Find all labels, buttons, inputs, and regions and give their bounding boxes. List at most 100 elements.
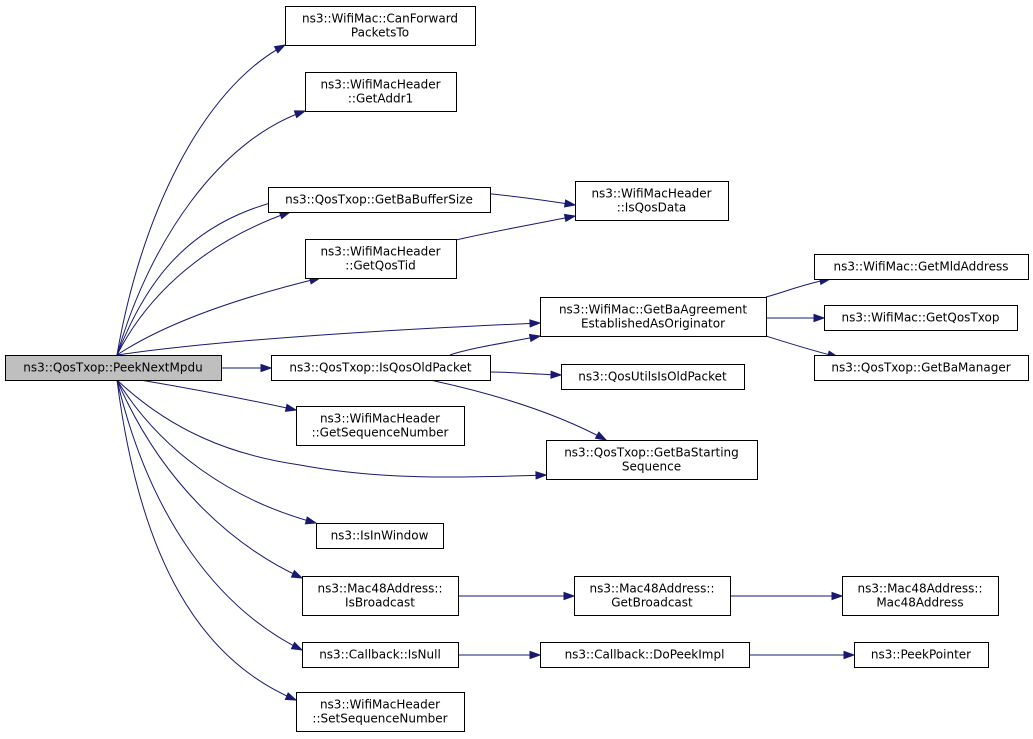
node-isbroadcast[interactable]: ns3::Mac48Address::IsBroadcast — [302, 576, 459, 616]
node-label: ::GetAddr1 — [348, 92, 413, 106]
node-label: ::IsQosData — [617, 201, 687, 215]
node-label: ::GetSequenceNumber — [312, 426, 449, 440]
node-box — [305, 72, 457, 112]
node-label: ns3::WifiMacHeader — [320, 245, 440, 259]
node-box — [302, 576, 459, 616]
node-isqosdata[interactable]: ns3::WifiMacHeader::IsQosData — [575, 181, 729, 221]
edge-line — [449, 335, 541, 356]
node-box — [296, 692, 465, 732]
node-label: ns3::QosTxop::PeekNextMpdu — [23, 361, 202, 375]
node-getqostid[interactable]: ns3::WifiMacHeader::GetQosTid — [305, 239, 457, 279]
node-box — [305, 239, 457, 279]
node-isnull[interactable]: ns3::Callback::IsNull — [302, 642, 459, 668]
edge-peek-to-getseqnum — [139, 379, 298, 412]
node-bamanager[interactable]: ns3::QosTxop::GetBaManager — [814, 355, 1029, 381]
node-label: ns3::Mac48Address:: — [589, 582, 714, 596]
node-isinwindow[interactable]: ns3::IsInWindow — [316, 523, 444, 549]
edge-isnull-to-dopeekimpl — [458, 650, 542, 660]
node-box — [575, 181, 729, 221]
edge-peek-to-baagreement — [116, 319, 542, 356]
node-box — [814, 355, 1029, 381]
node-label: ns3::WifiMacHeader — [320, 78, 440, 92]
node-dopeekimpl[interactable]: ns3::Callback::DoPeekImpl — [540, 642, 750, 668]
edge-line — [116, 379, 303, 651]
node-getqostxop[interactable]: ns3::WifiMac::GetQosTxop — [824, 305, 1018, 331]
arrowhead — [284, 692, 298, 701]
edge-line — [489, 371, 562, 376]
edge-line — [116, 379, 297, 701]
node-box — [296, 406, 465, 446]
arrowhead — [290, 569, 304, 579]
arrowhead — [535, 471, 548, 480]
node-box — [540, 642, 750, 668]
node-label: ns3::QosUtilsIsOldPacket — [578, 370, 727, 384]
node-label: ns3::WifiMac::CanForward — [302, 12, 458, 26]
node-label: EstablishedAsOriginator — [581, 317, 725, 331]
node-box — [271, 355, 491, 381]
edge-isqosold-to-bastartseq — [429, 379, 608, 441]
node-box — [316, 523, 444, 549]
edge-peek-to-isinwindow — [116, 379, 318, 525]
node-label: ns3::PeekPointer — [871, 648, 971, 662]
node-peek[interactable]: ns3::QosTxop::PeekNextMpdu — [5, 355, 222, 381]
node-label: ns3::WifiMac::GetQosTxop — [842, 311, 1000, 325]
arrowhead — [843, 650, 856, 660]
node-label: ns3::QosTxop::GetBaStarting — [564, 446, 739, 460]
edge-dopeekimpl-to-peekpointer — [749, 650, 856, 660]
edge-line — [116, 44, 286, 356]
edge-peek-to-canforward — [116, 44, 287, 356]
edge-line — [116, 379, 303, 579]
edge-isqosold-to-qosutilsold — [489, 370, 563, 379]
node-box — [814, 254, 1029, 280]
edge-baagreement-to-mldaddress — [765, 276, 832, 298]
edge-line — [765, 335, 839, 358]
node-box — [854, 642, 989, 668]
edge-getqostid-to-isqosdata — [455, 213, 577, 241]
node-getbroadcast[interactable]: ns3::Mac48Address::GetBroadcast — [574, 576, 731, 616]
arrowhead — [304, 516, 318, 525]
node-mac48ctor[interactable]: ns3::Mac48Address::Mac48Address — [842, 576, 999, 616]
node-getaddr1[interactable]: ns3::WifiMacHeader::GetAddr1 — [305, 72, 457, 112]
node-label: ns3::Callback::IsNull — [319, 648, 441, 662]
edge-baagreement-to-bamanager — [765, 335, 840, 359]
node-box — [824, 305, 1018, 331]
edge-peek-to-bastartseq — [116, 379, 548, 480]
node-qosutilsold[interactable]: ns3::QosUtilsIsOldPacket — [561, 364, 745, 390]
node-isqosold[interactable]: ns3::QosTxop::IsQosOldPacket — [271, 355, 491, 381]
node-label: ::GetQosTid — [345, 259, 415, 273]
node-box — [268, 187, 491, 213]
node-setseqnum[interactable]: ns3::WifiMacHeader::SetSequenceNumber — [296, 692, 465, 732]
node-peekpointer[interactable]: ns3::PeekPointer — [854, 642, 989, 668]
node-box — [540, 297, 767, 337]
node-getseqnum[interactable]: ns3::WifiMacHeader::GetSequenceNumber — [296, 406, 465, 446]
node-label: ns3::Mac48Address:: — [317, 582, 442, 596]
node-box — [302, 642, 459, 668]
arrowhead — [594, 431, 608, 441]
edge-line — [139, 379, 297, 411]
node-label: ns3::WifiMacHeader — [320, 412, 440, 426]
node-label: ns3::IsInWindow — [331, 529, 429, 543]
edge-line — [116, 211, 291, 356]
arrowhead — [550, 370, 563, 379]
node-mldaddress[interactable]: ns3::WifiMac::GetMldAddress — [814, 254, 1029, 280]
node-box — [842, 576, 999, 616]
arrowhead — [293, 110, 307, 119]
node-label: PacketsTo — [351, 26, 409, 40]
edge-peek-to-setseqnum — [116, 379, 298, 701]
arrowhead — [831, 591, 844, 601]
edge-peek-to-getaddr1 — [116, 110, 307, 356]
arrowhead — [284, 403, 298, 412]
node-label: ::SetSequenceNumber — [312, 712, 447, 726]
node-box — [561, 364, 745, 390]
edge-baagreement-to-getqostxop — [766, 313, 826, 323]
node-baagreement[interactable]: ns3::WifiMac::GetBaAgreementEstablishedA… — [540, 297, 767, 337]
edge-isqosold-to-baagreement — [449, 333, 542, 356]
node-label: ns3::Mac48Address:: — [857, 582, 982, 596]
edge-line — [116, 110, 306, 356]
node-bufsize[interactable]: ns3::QosTxop::GetBaBufferSize — [268, 187, 491, 213]
edge-getbroadcast-to-mac48ctor — [729, 591, 844, 601]
node-box — [574, 576, 731, 616]
arrowhead — [529, 650, 542, 660]
